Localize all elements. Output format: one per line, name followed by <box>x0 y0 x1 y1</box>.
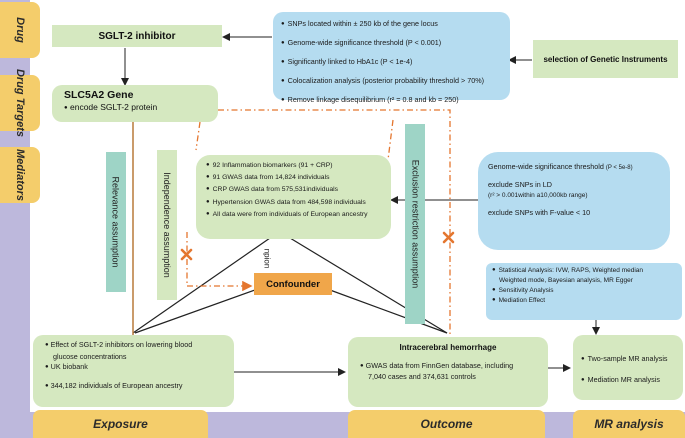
criteria-item: SNPs located within ± 250 kb of the gene… <box>281 15 502 34</box>
independence-assumption-text: Independence assumption <box>162 172 172 278</box>
bottom-tab-exposure: Exposure <box>33 410 208 438</box>
stats-box: Statistical Analysis: IVW, RAPS, Weighte… <box>486 263 682 320</box>
criteria-item: Remove linkage disequilibrium (r² = 0.8 … <box>281 91 502 110</box>
mediator-item: 92 Inflammation biomarkers (91 + CRP) <box>206 160 381 172</box>
criteria-item: Genome-wide significance threshold (P < … <box>281 34 502 53</box>
slc5a2-title: SLC5A2 Gene <box>64 89 134 101</box>
gw-ld-range: (r² > 0.001within a10,000kb range) <box>488 192 588 199</box>
exposure-item: ● Effect of SGLT-2 inhibitors on lowerin… <box>45 340 193 349</box>
stats-item: Sensitivity Analysis <box>492 286 676 296</box>
stats-item-continued-text: Weighted mode, Bayesian analysis, MR Egg… <box>499 277 633 284</box>
criteria-item: Colocalization analysis (posterior proba… <box>281 72 502 91</box>
exposure-item: ● 344,182 individuals of European ancest… <box>45 380 183 390</box>
mediator-item: CRP GWAS data from 575,531individuals <box>206 184 381 196</box>
outcome-title: Intracerebral hemorrhage <box>399 343 497 352</box>
instrument-criteria-box: SNPs located within ± 250 kb of the gene… <box>273 12 510 104</box>
exposure-item-text: Effect of SGLT-2 inhibitors on lowering … <box>50 340 193 349</box>
slc5a2-item-text: encode SGLT-2 protein <box>70 102 158 112</box>
line-confounder-to-exposure <box>134 289 256 334</box>
gw-threshold-box: Genome-wide significance threshold (P < … <box>478 152 670 250</box>
genetic-instruments-label: selection of Genetic Instruments <box>543 54 668 64</box>
slc5a2-item: ● encode SGLT-2 protein <box>64 102 158 112</box>
gw-threshold-p: (P < 5e-8) <box>605 165 633 171</box>
x-mark-exclusion <box>442 231 455 244</box>
exposure-box: ● Effect of SGLT-2 inhibitors on lowerin… <box>33 335 234 407</box>
side-tab-drug: Drug <box>0 2 40 58</box>
overlap-text-label: npion <box>262 248 272 268</box>
gw-threshold-text: Genome-wide significance threshold <box>488 162 604 171</box>
exposure-item-text: 344,182 individuals of European ancestry <box>50 380 183 390</box>
overlap-text: npion <box>259 238 275 278</box>
relevance-assumption-label: Relevance assumption <box>106 152 126 292</box>
gw-threshold-line1: Genome-wide significance threshold (P < … <box>488 162 660 171</box>
outcome-item-continued: 7,040 cases and 374,631 controls <box>368 372 476 381</box>
exposure-content: ● Effect of SGLT-2 inhibitors on lowerin… <box>45 340 222 392</box>
left-sidebar <box>0 0 30 438</box>
x-mark-independence <box>180 248 193 261</box>
outcome-content: ● GWAS data from FinnGen database, inclu… <box>360 361 536 382</box>
outcome-item-text: GWAS data from FinnGen database, includi… <box>365 361 514 370</box>
gw-fvalue-exclusion: exclude SNPs with F-value < 10 <box>488 208 591 217</box>
outcome-box: Intracerebral hemorrhage ● GWAS data fro… <box>348 337 548 407</box>
relevance-assumption-text: Relevance assumption <box>111 176 121 268</box>
exposure-item-continued: glucose concentrations <box>53 351 127 361</box>
mediators-box: 92 Inflammation biomarkers (91 + CRP) 91… <box>196 155 391 239</box>
side-tab-mediators: Mediators <box>0 147 40 203</box>
exclusion-assumption-text: Exclusion restriction assumption <box>410 159 420 289</box>
confounder-label: Confounder <box>266 278 320 290</box>
stats-item: Statistical Analysis: IVW, RAPS, Weighte… <box>492 266 676 276</box>
mediator-item: 91 GWAS data from 14,824 individuals <box>206 172 381 184</box>
gw-ld-exclusion: exclude SNPs in LD <box>488 180 552 189</box>
sglt2-inhibitor-box: SGLT-2 inhibitor <box>52 25 222 47</box>
stats-item-continued: Weighted mode, Bayesian analysis, MR Egg… <box>492 276 676 286</box>
exposure-item-text: UK biobank <box>50 362 88 371</box>
mr-item: Mediation MR analysis <box>581 370 675 391</box>
bottom-tab-mr-analysis: MR analysis <box>573 410 685 438</box>
dashed-to-confounder <box>186 232 253 292</box>
bottom-tab-outcome: Outcome <box>348 410 545 438</box>
mr-analysis-box: Two-sample MR analysis Mediation MR anal… <box>573 335 683 400</box>
dashed-exclusion-diagonal <box>387 119 394 161</box>
criteria-item: Significantly linked to HbA1c (P < 1e-4) <box>281 53 502 72</box>
mediator-item: Hypertension GWAS data from 484,598 indi… <box>206 197 381 209</box>
genetic-instruments-box: selection of Genetic Instruments <box>533 40 678 78</box>
exclusion-assumption-label: Exclusion restriction assumption <box>405 124 425 324</box>
side-tab-drug-targets: Drug Targets <box>0 69 40 137</box>
stats-item: Mediation Effect <box>492 296 676 306</box>
dashed-slc5a2-to-outcome <box>218 109 451 338</box>
independence-assumption-label: Independence assumption <box>157 150 177 300</box>
line-confounder-to-outcome <box>329 289 448 334</box>
mr-item: Two-sample MR analysis <box>581 349 675 370</box>
outcome-item: ● GWAS data from FinnGen database, inclu… <box>360 361 514 370</box>
slc5a2-gene-box: SLC5A2 Gene ● encode SGLT-2 protein <box>52 85 218 122</box>
dashed-slc5a2-to-mediators <box>195 121 201 151</box>
confounder-box: Confounder <box>254 273 332 295</box>
exposure-item: ● UK biobank <box>45 362 88 371</box>
mediator-item: All data were from individuals of Europe… <box>206 209 381 221</box>
sglt2-title: SGLT-2 inhibitor <box>98 30 176 42</box>
